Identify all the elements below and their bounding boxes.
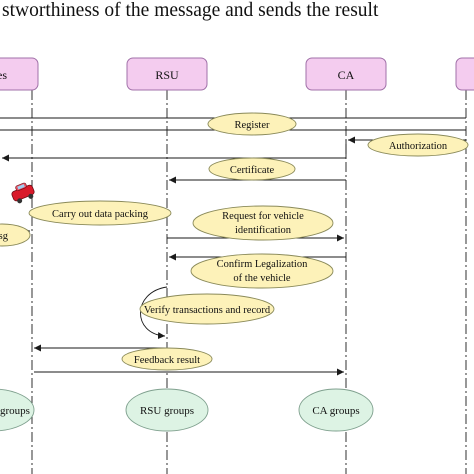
message-certificate: Certificate: [208, 157, 296, 181]
message-msg: sg: [0, 223, 31, 247]
group-vehicles: groups: [0, 388, 35, 432]
message-verify: Verify transactions and record: [139, 293, 275, 325]
actor-ca: CA: [305, 57, 387, 91]
message-request-line1: Request for vehicle: [222, 211, 304, 222]
group-rsu: RSU groups: [125, 388, 209, 432]
actor-vehicles: es: [0, 57, 39, 91]
message-feedback: Feedback result: [121, 347, 213, 371]
actor-rsu: RSU: [126, 57, 208, 91]
arrow-verify-loop: [140, 286, 168, 340]
message-authorization: Authorization: [367, 133, 469, 157]
message-confirm: Confirm Legalization of the vehicle: [190, 253, 334, 289]
message-register-label: Register: [235, 120, 270, 131]
actor-right: [455, 57, 474, 91]
message-register: Register: [207, 112, 297, 136]
message-authorization-label: Authorization: [389, 141, 448, 152]
message-confirm-line1: Confirm Legalization: [217, 259, 308, 270]
message-request: Request for vehicle identification: [192, 205, 334, 241]
group-ca-label: CA groups: [312, 405, 359, 417]
actor-rsu-label: RSU: [155, 68, 179, 82]
message-msg-label: sg: [0, 231, 9, 242]
figure-caption: stworthiness of the message and sends th…: [2, 0, 379, 21]
message-request-line2: identification: [235, 225, 292, 236]
message-feedback-label: Feedback result: [134, 355, 200, 366]
message-confirm-line2: of the vehicle: [233, 273, 290, 284]
actor-ca-label: CA: [338, 68, 355, 82]
message-data-packing: Carry out data packing: [28, 200, 172, 226]
group-vehicles-label: groups: [0, 405, 30, 417]
message-certificate-label: Certificate: [230, 165, 275, 176]
message-verify-label: Verify transactions and record: [144, 305, 271, 316]
message-data-packing-label: Carry out data packing: [52, 209, 149, 220]
car-icon: [11, 182, 35, 204]
group-rsu-label: RSU groups: [140, 405, 194, 417]
actor-vehicles-label: es: [0, 68, 7, 82]
group-ca: CA groups: [298, 388, 374, 432]
